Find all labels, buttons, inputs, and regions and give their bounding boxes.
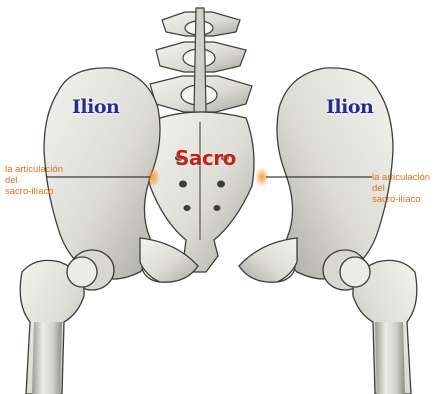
joint-right-line-2: del	[372, 183, 436, 194]
sacro-label: Sacro	[175, 146, 236, 170]
joint-left-line-2: del	[5, 175, 85, 186]
joint-right-line-3: sacro-ilíaco	[372, 194, 436, 205]
joint-right-label: la articulación del sacro-ilíaco	[372, 172, 436, 205]
ilion-right-label: Ilion	[326, 96, 373, 118]
joint-right-line-1: la articulación	[372, 172, 436, 183]
right-femur	[340, 257, 417, 394]
left-femur	[20, 257, 97, 394]
joint-left-line-3: sacro-ilíaco	[5, 186, 85, 197]
ilion-left-label: Ilion	[72, 96, 119, 118]
lumbar-vertebrae	[150, 8, 252, 112]
joint-left-label: la articulación del sacro-ilíaco	[5, 164, 85, 197]
joint-left-line-1: la articulación	[5, 164, 85, 175]
